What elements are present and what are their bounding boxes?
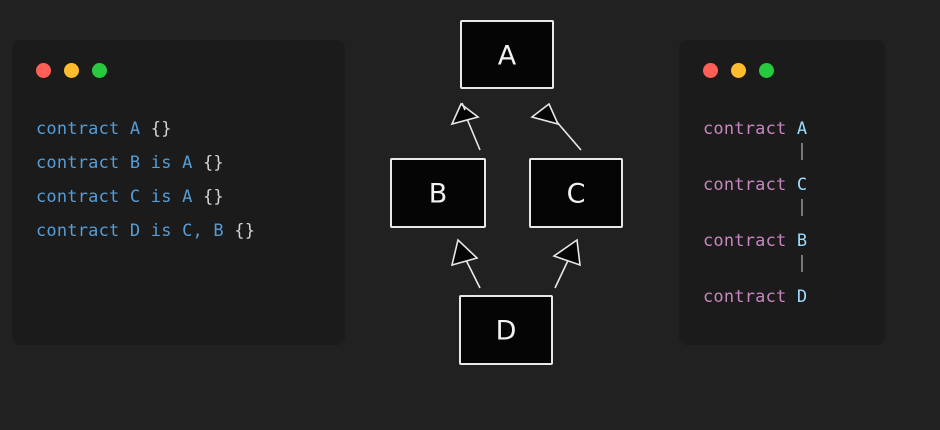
linearization-separator: | <box>703 196 875 230</box>
code-punctuation: {} <box>192 153 224 173</box>
window-controls <box>703 63 774 78</box>
code-identifier: B is A <box>119 153 193 173</box>
code-keyword: contract <box>703 175 787 195</box>
linearization-item: contract B <box>703 230 875 252</box>
code-keyword: contract <box>36 119 120 139</box>
window-controls <box>36 63 107 78</box>
separator-glyph: | <box>796 141 808 161</box>
code-identifier: D <box>786 287 808 307</box>
code-keyword: contract <box>703 119 787 139</box>
node-c[interactable]: C <box>529 158 623 228</box>
code-identifier: C <box>786 175 808 195</box>
code-line: contract B is A {} <box>36 152 335 186</box>
node-d[interactable]: D <box>459 295 553 365</box>
linearization-separator: | <box>703 140 875 174</box>
node-a[interactable]: A <box>460 20 554 89</box>
maximize-dot-icon[interactable] <box>92 63 107 78</box>
node-b[interactable]: B <box>390 158 486 228</box>
node-c-label: C <box>567 179 586 210</box>
linearization-item: contract D <box>703 286 875 308</box>
code-punctuation: {} <box>192 187 224 207</box>
linearization-item: contract C <box>703 174 875 196</box>
separator-glyph: | <box>796 197 808 217</box>
code-keyword: contract <box>36 221 120 241</box>
node-a-label: A <box>498 41 517 72</box>
code-keyword: contract <box>36 153 120 173</box>
code-keyword: contract <box>703 287 787 307</box>
minimize-dot-icon[interactable] <box>64 63 79 78</box>
code-identifier: A <box>786 119 808 139</box>
arrowhead-d-to-b <box>450 238 479 267</box>
code-identifier: D is C, B <box>119 221 224 241</box>
code-line: contract D is C, B {} <box>36 220 335 254</box>
uml-inheritance-diagram: A B C D <box>370 0 640 400</box>
minimize-dot-icon[interactable] <box>731 63 746 78</box>
code-keyword: contract <box>36 187 120 207</box>
code-line: contract C is A {} <box>36 186 335 220</box>
edge-b-to-a-stub <box>461 102 466 111</box>
code-identifier: B <box>786 231 808 251</box>
linearization-body: contract A | contract C | contract B | c… <box>703 118 875 308</box>
code-punctuation: {} <box>223 221 256 241</box>
linearization-item: contract A <box>703 118 875 140</box>
close-dot-icon[interactable] <box>36 63 51 78</box>
source-code-body: contract A {} contract B is A {} contrac… <box>36 118 335 254</box>
code-punctuation: {} <box>140 119 172 139</box>
arrowhead-d-to-c <box>552 238 581 267</box>
linearization-separator: | <box>703 252 875 286</box>
code-line: contract A {} <box>36 118 335 152</box>
separator-glyph: | <box>796 253 808 273</box>
arrowhead-c-to-a <box>530 102 560 126</box>
code-identifier: C is A <box>119 187 193 207</box>
node-d-label: D <box>496 316 517 347</box>
code-keyword: contract <box>703 231 787 251</box>
maximize-dot-icon[interactable] <box>759 63 774 78</box>
solidity-source-panel: contract A {} contract B is A {} contrac… <box>12 40 345 345</box>
node-b-label: B <box>429 179 448 210</box>
arrowhead-b-to-a <box>450 102 480 126</box>
code-identifier: A <box>119 119 141 139</box>
close-dot-icon[interactable] <box>703 63 718 78</box>
linearization-order-panel: contract A | contract C | contract B | c… <box>679 40 885 345</box>
